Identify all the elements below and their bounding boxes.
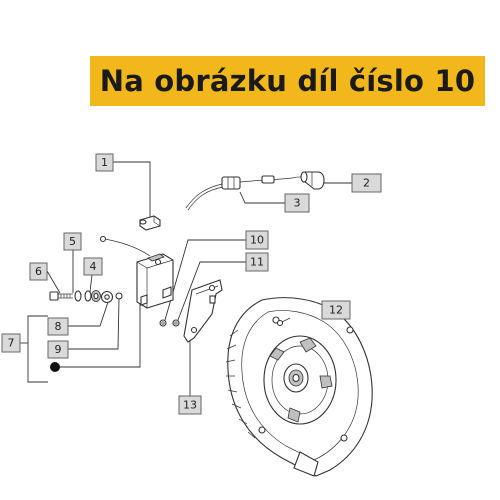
callout-2[interactable]: 2 xyxy=(351,173,382,193)
svg-text:3: 3 xyxy=(294,197,301,210)
part-1-terminal xyxy=(139,215,161,231)
callout-4[interactable]: 4 xyxy=(83,257,103,276)
banner-text: Na obrázku díl číslo 10 xyxy=(99,64,476,98)
svg-text:10: 10 xyxy=(250,234,264,247)
callout-7[interactable]: 7 xyxy=(1,333,21,353)
callout-9[interactable]: 9 xyxy=(47,340,69,359)
svg-text:13: 13 xyxy=(183,399,197,412)
part-9-ring xyxy=(115,292,123,300)
callout-12[interactable]: 12 xyxy=(321,300,351,320)
part-6-screw xyxy=(49,291,73,301)
svg-text:7: 7 xyxy=(8,337,15,350)
part-12-screw xyxy=(276,317,291,327)
callout-8[interactable]: 8 xyxy=(47,317,69,336)
callout-1[interactable]: 1 xyxy=(95,153,114,172)
ignition-coil xyxy=(136,253,174,309)
part-7-marker xyxy=(50,362,60,372)
part-13-bracket xyxy=(183,279,223,343)
svg-text:12: 12 xyxy=(329,304,343,317)
callout-3[interactable]: 3 xyxy=(284,193,310,213)
part-8-grommet xyxy=(100,290,114,304)
part-4-nut xyxy=(84,290,101,302)
callout-11[interactable]: 11 xyxy=(245,252,269,272)
part-3-ht-cable xyxy=(185,175,307,211)
callout-5[interactable]: 5 xyxy=(63,232,82,251)
part-11-nut xyxy=(172,319,180,327)
callout-6[interactable]: 6 xyxy=(29,262,48,281)
svg-text:9: 9 xyxy=(55,343,62,356)
part-number-banner: Na obrázku díl číslo 10 xyxy=(90,56,485,106)
part-2-spark-cap xyxy=(300,171,325,190)
stator-housing xyxy=(225,297,373,477)
svg-text:8: 8 xyxy=(55,320,62,333)
part-5-washer xyxy=(74,290,82,302)
svg-text:1: 1 xyxy=(101,156,108,169)
svg-text:5: 5 xyxy=(69,235,76,248)
svg-text:6: 6 xyxy=(35,265,42,278)
callout-13[interactable]: 13 xyxy=(178,395,202,415)
coil-wire xyxy=(99,235,151,257)
callout-10[interactable]: 10 xyxy=(245,230,269,250)
svg-text:4: 4 xyxy=(90,260,97,273)
part-10-nut xyxy=(159,319,167,327)
svg-text:2: 2 xyxy=(363,177,370,190)
svg-text:11: 11 xyxy=(250,256,264,269)
